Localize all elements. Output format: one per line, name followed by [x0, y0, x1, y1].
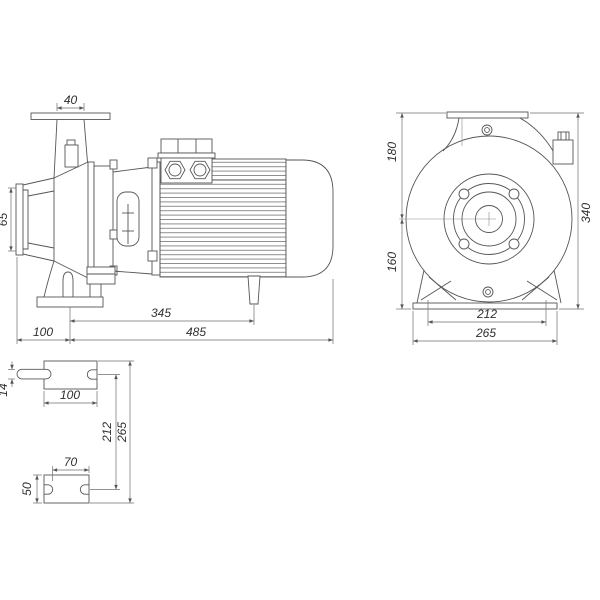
cable-gland-hex [189, 160, 211, 180]
casing-bolt [109, 229, 118, 240]
foot-plan-detail-rear-pad: 70 50 212 265 [20, 360, 134, 504]
flange-bolt-hole [508, 188, 520, 200]
dim-label-340: 340 [579, 203, 593, 223]
vent-plug-front [481, 124, 493, 136]
vent-plug [64, 144, 79, 168]
foot-plan-detail-front-pad: 14 100 [0, 360, 98, 407]
discharge-flange-front [446, 111, 529, 119]
edge-notch [44, 484, 54, 495]
dim-label-70: 70 [64, 455, 78, 469]
pump-foot [36, 260, 116, 308]
dim-flange-to-foot: 100 [16, 257, 70, 344]
dim-label-40: 40 [64, 93, 78, 107]
motor-flange-bolt [147, 157, 158, 169]
bearing-bracket [112, 166, 153, 275]
dim-overall-length: 485 [70, 279, 334, 344]
suction-flange [15, 183, 24, 256]
vent-plug-cap [66, 139, 76, 146]
drain-plug-front [482, 286, 494, 298]
seal-housing [93, 165, 114, 278]
dim-label-14: 14 [0, 383, 10, 397]
dim-label-100: 100 [33, 325, 53, 339]
dim-label-180: 180 [385, 142, 399, 162]
side-view-dimensions: 40 65 345 100 485 [0, 93, 334, 344]
base-plate-front [412, 302, 558, 310]
flange-bolt-hole [458, 238, 470, 250]
dim-center-to-base: 160 [385, 219, 404, 309]
dim-slot-width: 14 [0, 361, 15, 397]
foot-base-plate [36, 296, 104, 308]
pump-feet-front [412, 269, 562, 310]
dim-rear-pad-width: 50 [20, 474, 42, 504]
dim-label-265-detail: 265 [115, 422, 129, 443]
dim-label-345: 345 [151, 306, 171, 320]
dim-label-265-front: 265 [475, 326, 496, 340]
dim-label-485: 485 [186, 325, 206, 339]
side-lug [552, 131, 574, 165]
dim-suction-bore: 65 [0, 187, 16, 252]
mounting-slot [16, 368, 52, 380]
discharge-flange [30, 112, 111, 120]
dim-hole-spacing: 212 [90, 374, 120, 490]
dim-label-212-front: 212 [476, 307, 497, 321]
edge-notch [79, 484, 89, 495]
dim-front-pad-length: 100 [43, 388, 98, 407]
flange-bolt-hole [508, 238, 520, 250]
casing-bolt [109, 159, 118, 170]
cable-gland-hex [164, 160, 186, 180]
dim-base-width: 265 [412, 311, 558, 345]
dim-foot-to-drain: 345 [69, 305, 255, 344]
dim-center-to-flange: 180 [385, 112, 446, 310]
drain-leg [247, 275, 261, 305]
volute-casing-side [53, 159, 118, 283]
suction-flange-front [399, 173, 535, 265]
dim-label-160: 160 [385, 252, 399, 272]
motor [147, 138, 334, 305]
discharge-nozzle [30, 112, 111, 179]
dim-discharge-width: 40 [56, 93, 85, 111]
dim-overall-height: 340 [530, 112, 593, 310]
bracket-foot-block [86, 266, 116, 285]
lug-body [552, 139, 574, 165]
dim-rear-pad-length: 70 [52, 455, 90, 481]
dim-label-100-detail: 100 [60, 388, 80, 402]
suction-nozzle [15, 177, 55, 262]
flange-bolt-hole [458, 188, 470, 200]
dim-label-65: 65 [0, 213, 10, 227]
discharge-nozzle-front [442, 111, 558, 159]
motor-end-cap [285, 159, 334, 278]
lug-plug [557, 131, 570, 141]
dim-label-212-detail: 212 [100, 422, 114, 443]
dim-label-50: 50 [20, 482, 34, 496]
motor-flange-bolt [147, 250, 158, 262]
side-view [15, 112, 334, 308]
casing-back-plate [87, 161, 95, 283]
front-view [399, 111, 574, 310]
dim-foot-hole-spacing: 212 [427, 300, 547, 326]
rear-pad-plate [43, 474, 90, 504]
front-view-dimensions: 180 160 340 212 265 [385, 112, 593, 345]
front-pad-plate [43, 360, 98, 390]
terminal-box-lid [160, 138, 213, 154]
terminal-box [157, 138, 216, 184]
edge-notch [86, 369, 97, 380]
dim-overall-foot-length: 265 [90, 360, 134, 504]
